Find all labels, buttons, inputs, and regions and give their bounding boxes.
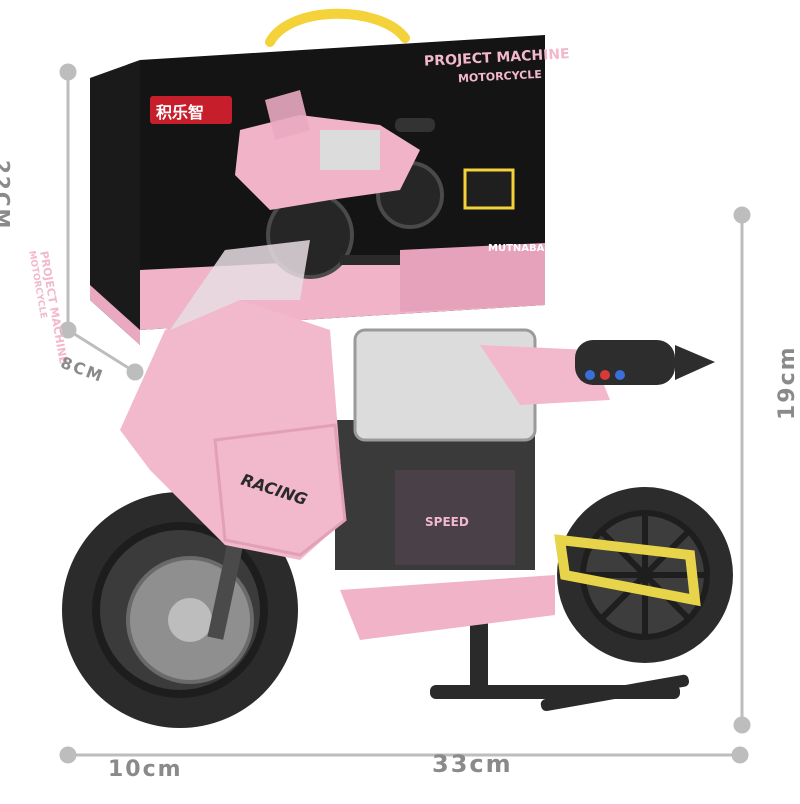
dimension-lines bbox=[59, 63, 751, 764]
front-hub bbox=[168, 598, 212, 642]
windscreen bbox=[170, 240, 310, 330]
exhaust bbox=[575, 340, 675, 385]
paddock-stand bbox=[430, 620, 690, 712]
belly-pan bbox=[340, 575, 555, 640]
box-side-pink bbox=[90, 285, 140, 345]
box-handle bbox=[265, 8, 410, 47]
dim-dot bbox=[733, 206, 751, 224]
dim-dot bbox=[733, 716, 751, 734]
model-height-label: 19cm bbox=[775, 345, 800, 420]
brand-logo bbox=[150, 96, 232, 124]
box-motorcycle-illustration bbox=[235, 90, 515, 279]
box-side-face bbox=[90, 60, 140, 345]
dim-dot bbox=[59, 63, 77, 81]
box-height-label: 22CM bbox=[0, 160, 14, 231]
box-front-pink-panel bbox=[400, 243, 545, 312]
model-length-label: 33cm bbox=[432, 750, 513, 778]
side-panel bbox=[395, 470, 515, 565]
side-fairing bbox=[213, 423, 347, 557]
exhaust-tip bbox=[675, 345, 715, 380]
model-width-label: 10cm bbox=[108, 757, 183, 782]
speed-text: SPEED bbox=[425, 515, 469, 529]
dim-dot bbox=[731, 746, 749, 764]
motorcycle-model bbox=[62, 240, 733, 728]
chain bbox=[554, 534, 701, 607]
dim-dot bbox=[126, 363, 144, 381]
box-model-name: MUTNABAO bbox=[488, 243, 553, 254]
box-depth-line bbox=[67, 328, 136, 374]
brand-logo-text: 积乐智 bbox=[156, 103, 205, 122]
dim-dot bbox=[59, 746, 77, 764]
